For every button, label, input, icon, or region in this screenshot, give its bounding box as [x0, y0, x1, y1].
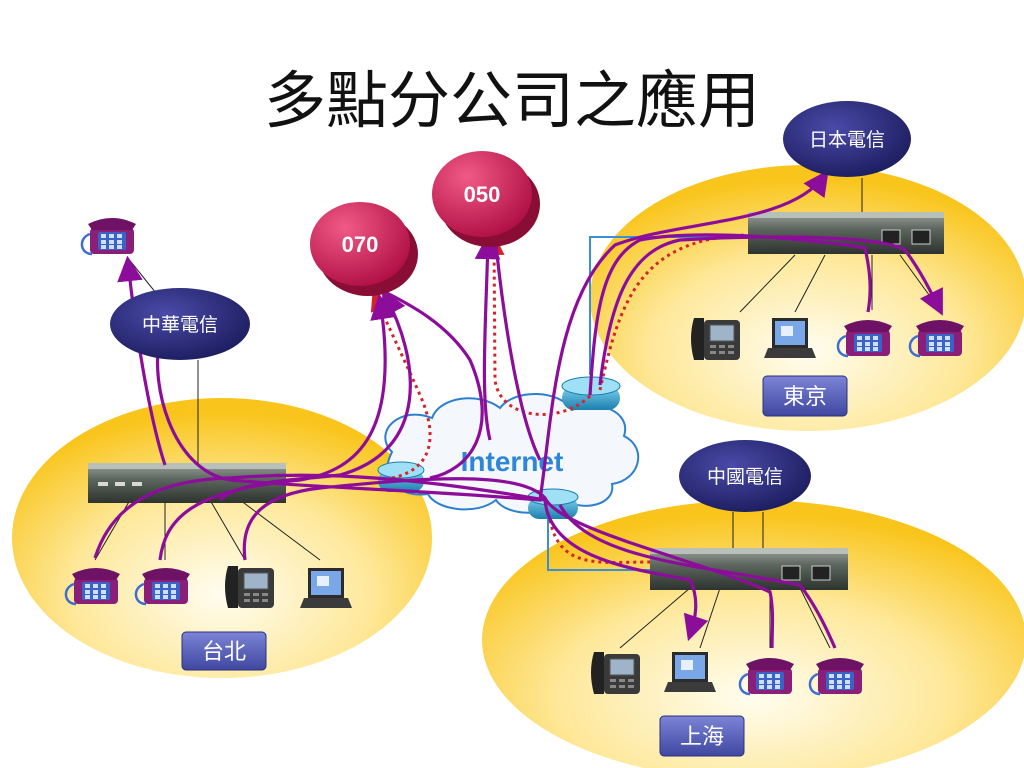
- tokyo-gateway: [748, 212, 944, 254]
- number-050-label: 050: [464, 182, 501, 207]
- shanghai-label: 上海: [680, 725, 724, 750]
- cht-provider: 中華電信: [110, 288, 250, 360]
- ntt-provider: 日本電信: [783, 101, 911, 177]
- ip-phone-icon: [690, 317, 741, 361]
- ntt-label: 日本電信: [809, 129, 885, 151]
- number-050-bubble: 050: [432, 151, 540, 247]
- phone-icon: [738, 656, 796, 696]
- router-icon: [527, 488, 579, 519]
- cht-label: 中華電信: [142, 314, 218, 336]
- phone-icon: [64, 566, 122, 606]
- taipei-label: 台北: [202, 640, 246, 665]
- tokyo-link: [589, 236, 760, 375]
- ct-label: 中國電信: [707, 466, 783, 488]
- phone-icon: [134, 566, 192, 606]
- purple-call-paths: [93, 169, 943, 649]
- red-dotted-paths: [370, 233, 746, 564]
- shanghai-site-area: [482, 500, 1024, 768]
- phone-icon: [808, 656, 866, 696]
- ip-phone-icon: [224, 565, 275, 609]
- phone-icon: [836, 318, 894, 358]
- tokyo-label-box: 東京: [762, 375, 848, 417]
- ip-phone-icon: [590, 651, 641, 695]
- taipei-label-box: 台北: [181, 631, 267, 671]
- tokyo-label: 東京: [783, 385, 827, 410]
- phone-icon: [80, 216, 138, 256]
- ct-provider: 中國電信: [679, 440, 811, 512]
- shanghai-label-box: 上海: [659, 715, 745, 757]
- phone-icon: [908, 318, 966, 358]
- number-070-bubble: 070: [310, 202, 418, 296]
- slide-title: 多點分公司之應用: [264, 64, 760, 137]
- number-070-label: 070: [342, 232, 379, 257]
- shanghai-link: [547, 505, 650, 571]
- internet-cloud: [384, 393, 640, 514]
